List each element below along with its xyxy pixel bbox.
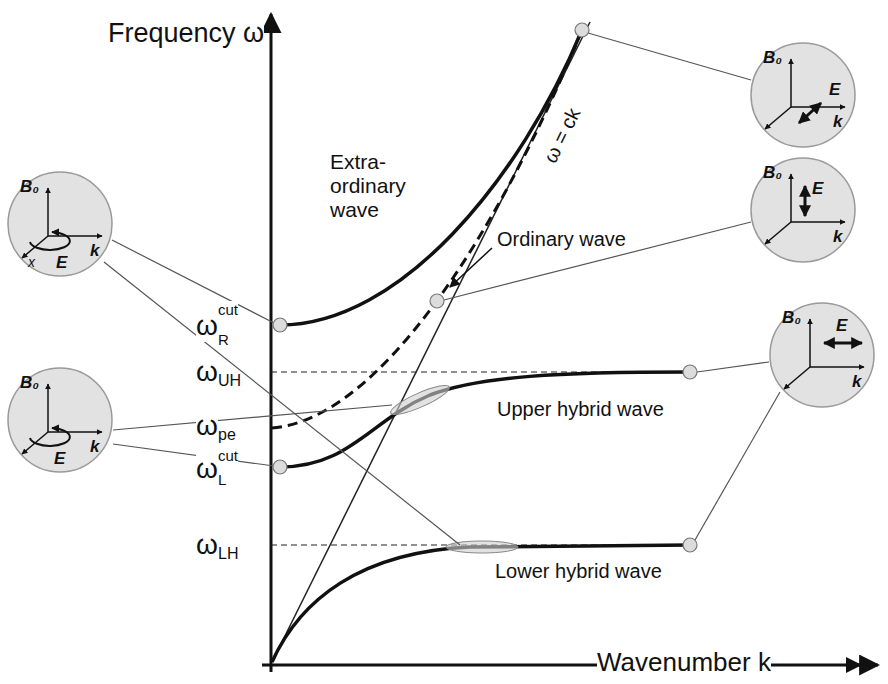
vector-label: B₀: [763, 49, 782, 66]
vector-label: k: [833, 113, 842, 130]
vector-label: k: [90, 438, 99, 455]
curve-label: Upper hybrid wave: [497, 398, 664, 421]
vector-label: B₀: [763, 164, 782, 181]
curve-label: Extra-ordinary wave: [330, 150, 434, 222]
freq-subscript: UH: [218, 372, 241, 390]
uh-curve: [280, 372, 690, 467]
axis-title: Frequency ω: [108, 18, 264, 49]
vector-label: x: [28, 255, 35, 269]
freq-superscript: cut: [218, 301, 238, 318]
freq-subscript: pe: [218, 426, 236, 444]
polarization-inset: B₀ Ek: [768, 301, 876, 409]
y-axis: [270, 14, 273, 672]
vector-label: E: [829, 81, 840, 98]
x-wave-curve: [280, 30, 582, 325]
freq-superscript: cut: [218, 447, 238, 464]
freq-symbol: ω: [196, 356, 218, 388]
vector-label: E: [56, 254, 67, 271]
freq-subscript: LH: [218, 545, 238, 563]
vector-label: k: [90, 242, 99, 259]
curve-label: Lower hybrid wave: [495, 560, 662, 583]
vector-label: E: [54, 450, 65, 467]
freq-subscript: R: [218, 331, 229, 348]
polarization-inset: B₀ Ek: [749, 156, 857, 264]
freq-subscript: L: [218, 471, 226, 488]
axis-arrowhead: [846, 657, 862, 673]
vector-label: B₀: [782, 309, 801, 326]
polarization-inset: B₀ Ek: [749, 41, 857, 149]
vector-label: E: [812, 180, 823, 197]
lh-curve: [272, 545, 690, 662]
leader-lines: [104, 33, 780, 545]
freq-symbol: ω: [196, 453, 218, 485]
freq-symbol: ω: [196, 410, 218, 442]
vector-label: E: [836, 317, 847, 334]
pointer-arrow: [450, 248, 492, 287]
vector-label: k: [833, 228, 842, 245]
curve-markers: [273, 23, 697, 552]
vector-label: B₀: [20, 178, 39, 195]
highlight: [388, 381, 452, 420]
axis-title: Wavenumber k: [597, 648, 771, 678]
polarization-inset: B₀ k x E: [6, 170, 114, 278]
vector-label: k: [852, 373, 861, 390]
freq-symbol: ω: [196, 529, 218, 561]
vector-label: B₀: [20, 374, 39, 391]
curve-label: Ordinary wave: [497, 228, 626, 251]
polarization-inset: B₀ Ek: [6, 366, 114, 474]
freq-symbol: ω: [196, 310, 218, 342]
x-axis: [262, 664, 878, 667]
